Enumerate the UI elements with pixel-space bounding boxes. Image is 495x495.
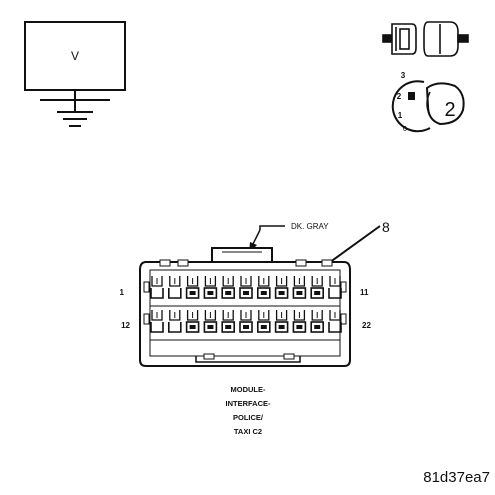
- pin-label-12: 12: [121, 321, 130, 330]
- connector-body: [139, 247, 351, 367]
- pin-cavity: [239, 276, 253, 299]
- cavity-row-2: [150, 310, 342, 333]
- pin-cavity: [292, 310, 307, 333]
- figure-id: 81d37ea7: [423, 469, 490, 486]
- pin-cavity: [274, 310, 289, 333]
- caption-line-3: POLICE/: [233, 413, 264, 422]
- connector-caption: MODULE- INTERFACE- POLICE/ TAXI C2: [226, 385, 272, 436]
- caption-line-4: TAXI C2: [234, 427, 262, 436]
- pin-cavity: [256, 276, 271, 299]
- wire-color-label: DK. GRAY: [291, 222, 329, 231]
- pin-label-1: 1: [120, 288, 125, 297]
- pin-cavity: [150, 276, 164, 299]
- caption-line-2: INTERFACE-: [226, 399, 272, 408]
- pin-cavity: [221, 276, 235, 299]
- pin-cavity: [168, 310, 182, 333]
- pin-cavity: [185, 310, 200, 333]
- key-position-3: 3: [401, 71, 406, 80]
- pin-cavity: [185, 276, 200, 299]
- pin-cavity: [150, 310, 164, 333]
- key-position-0: 0: [403, 126, 407, 133]
- pin-cavity: [274, 276, 289, 299]
- key-position-2: 2: [397, 92, 402, 101]
- voltmeter-symbol: V: [24, 21, 126, 100]
- pin-cavity: [203, 276, 218, 299]
- connector-disconnect-icon: [382, 21, 469, 57]
- pin-cavity: [310, 310, 325, 333]
- pin-cavity: [239, 310, 253, 333]
- pin-label-22: 22: [362, 321, 371, 330]
- pin-cavity: [203, 310, 218, 333]
- caption-line-1: MODULE-: [231, 385, 266, 394]
- pin-callout-number: 8: [382, 219, 390, 235]
- key-position-number: 2: [444, 99, 455, 121]
- pin-cavity: [256, 310, 271, 333]
- pin-cavity: [292, 276, 307, 299]
- pin-cavity: [328, 310, 342, 333]
- key-position-1: 1: [398, 111, 403, 120]
- cavity-row-1: [150, 276, 342, 299]
- pin-label-11: 11: [360, 288, 369, 297]
- pin-cavity: [310, 276, 325, 299]
- pin-cavity: [328, 276, 342, 299]
- pin-cavity: [168, 276, 182, 299]
- voltmeter-label: V: [71, 49, 79, 63]
- pin-cavity: [221, 310, 235, 333]
- ground-icon: [40, 99, 110, 127]
- ignition-key-icon: 2 3 2 1 0: [391, 71, 465, 133]
